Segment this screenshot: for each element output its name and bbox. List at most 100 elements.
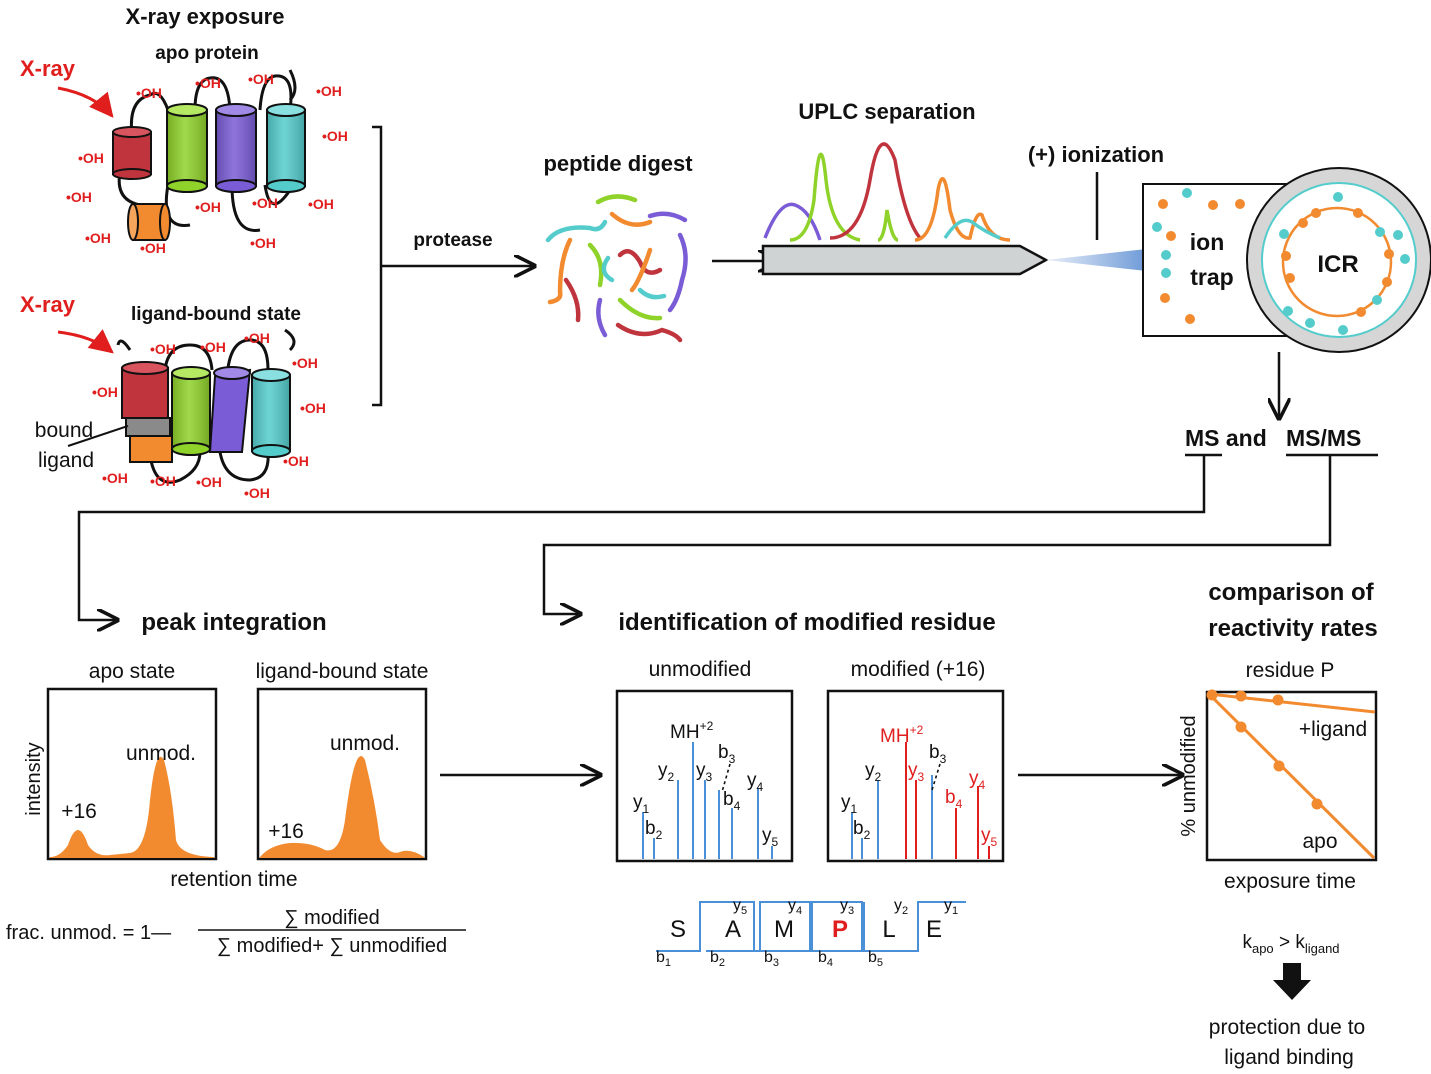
bound-ligand-pointer: [67, 425, 129, 447]
residue-S: S: [670, 916, 686, 943]
ms-labels: MS and MS/MS: [77, 425, 1378, 620]
msms-label: MS/MS: [1286, 425, 1361, 451]
ms-and-label: MS and: [1185, 425, 1267, 451]
svg-text:•OH: •OH: [200, 339, 226, 355]
msms-to-identification-arrow: [542, 455, 1332, 614]
sequence-letters: S A M P L E: [670, 916, 942, 943]
apo-chromatogram-peaks: [50, 756, 214, 858]
rate-inequality: kapo > kligand: [1242, 932, 1339, 956]
comparison-title-1: comparison of: [1208, 579, 1374, 606]
apo-unmod-label: unmod.: [126, 742, 196, 765]
apo-helix-orange: [127, 203, 171, 241]
svg-text:y3: y3: [840, 897, 854, 917]
svg-text:•OH: •OH: [322, 128, 348, 144]
svg-text:y5: y5: [733, 897, 747, 917]
peak-integration-title: peak integration: [141, 609, 326, 636]
apo-helix-red: [112, 126, 152, 180]
bound-unmod-label: unmod.: [330, 732, 400, 755]
unmodified-label: unmodified: [649, 658, 752, 681]
svg-text:•OH: •OH: [244, 330, 270, 346]
svg-text:•OH: •OH: [196, 474, 222, 490]
unmodified-spectrum-peaks: [642, 742, 773, 859]
unmod-b3-dash: [721, 763, 731, 793]
uplc-chromatogram: [763, 142, 1011, 242]
electrospray-beam: [1046, 249, 1146, 271]
bound-chromatogram-box: [256, 687, 428, 861]
xray-exposure-title: X-ray exposure: [126, 4, 285, 29]
comparison-panel: comparison of reactivity rates residue P…: [1178, 579, 1378, 1069]
apo-helix-green: [166, 103, 208, 193]
rate-points: [1206, 689, 1323, 810]
sequence-fragmentation: S A M P L E b1 b2 b3 b4 b5 y5 y4 y3 y2 y…: [656, 897, 966, 969]
residue-A: A: [725, 916, 741, 943]
apo-rate-line: [1207, 692, 1376, 860]
svg-text:•OH: •OH: [248, 71, 274, 87]
retention-time-label: retention time: [170, 868, 297, 891]
svg-text:y1: y1: [944, 897, 958, 917]
pct-unmodified-axis-label: % unmodified: [1178, 715, 1200, 836]
ms-to-peak-integration-arrow: [77, 455, 1206, 620]
svg-text:MH+2: MH+2: [880, 723, 924, 747]
svg-text:•OH: •OH: [85, 230, 111, 246]
identification-panel: identification of modified residue unmod…: [615, 609, 1005, 969]
residue-p-label: residue P: [1246, 659, 1335, 682]
svg-text:•OH: •OH: [140, 240, 166, 256]
uplc-title: UPLC separation: [798, 99, 975, 124]
plus-ligand-label: +ligand: [1299, 718, 1367, 741]
bound-plus16-label: +16: [268, 820, 304, 843]
apo-helix-cyan: [266, 103, 306, 193]
bound-label: bound: [35, 419, 93, 442]
peak-integration-panel: peak integration apo state ligand-bound …: [6, 609, 466, 957]
uplc-column: [761, 244, 1049, 276]
protease-label: protease: [413, 230, 492, 251]
icr-label: ICR: [1317, 251, 1358, 278]
conclusion-arrow: [1273, 963, 1311, 1000]
apo-label: apo: [1302, 830, 1337, 853]
svg-text:•OH: •OH: [244, 485, 270, 501]
svg-text:y2: y2: [894, 897, 908, 917]
xray-label-bound: X-ray: [20, 292, 76, 317]
frac-denominator: ∑ modified+ ∑ unmodified: [217, 935, 447, 957]
apo-loops-top: [129, 74, 293, 136]
bound-loops-top: [116, 328, 296, 371]
fragment-ladder-a: [656, 901, 966, 952]
svg-text:•OH: •OH: [92, 384, 118, 400]
trap-label: trap: [1190, 264, 1233, 290]
ionization-label: (+) ionization: [1028, 142, 1164, 167]
xray-arrow-bound: [57, 329, 114, 354]
svg-text:•OH: •OH: [252, 195, 278, 211]
peptide-digest: peptide digest: [543, 151, 693, 343]
svg-text:•OH: •OH: [300, 400, 326, 416]
peptide-digest-title: peptide digest: [543, 151, 693, 176]
apo-plus16-label: +16: [61, 800, 97, 823]
frac-left: frac. unmod. = 1—: [6, 922, 171, 944]
y-ion-labels: y5 y4 y3 y2 y1: [733, 897, 958, 917]
residue-M: M: [774, 916, 794, 943]
frac-numerator: ∑ modified: [284, 907, 379, 929]
bound-helix-green: [171, 366, 211, 456]
residue-L: L: [882, 916, 895, 943]
ligand-bound-state-label: ligand-bound state: [256, 660, 429, 683]
bound-helix-red-gray-orange: [121, 361, 173, 463]
svg-text:•OH: •OH: [150, 341, 176, 357]
protease-step: protease: [372, 125, 534, 407]
svg-text:MH+2: MH+2: [670, 719, 714, 743]
icr-orbit-inner: [1281, 206, 1393, 318]
icr-ions: [1279, 192, 1410, 335]
svg-text:•OH: •OH: [195, 199, 221, 215]
svg-text:•OH: •OH: [195, 75, 221, 91]
svg-text:•OH: •OH: [102, 470, 128, 486]
bound-loops-bottom: [148, 451, 270, 484]
intensity-axis-label: intensity: [23, 742, 45, 815]
identification-title: identification of modified residue: [618, 609, 995, 636]
svg-text:•OH: •OH: [316, 83, 342, 99]
fragment-ladder-b: [706, 901, 865, 952]
apo-oh-radicals: •OH •OH •OH •OH •OH •OH •OH •OH •OH •OH …: [66, 71, 348, 256]
apo-helix-purple: [215, 103, 257, 193]
svg-text:•OH: •OH: [66, 189, 92, 205]
apo-protein-title: apo protein: [155, 43, 258, 64]
ligand-bound-title: ligand-bound state: [131, 304, 301, 325]
svg-text:•OH: •OH: [250, 235, 276, 251]
protection-label-2: ligand binding: [1224, 1046, 1354, 1069]
